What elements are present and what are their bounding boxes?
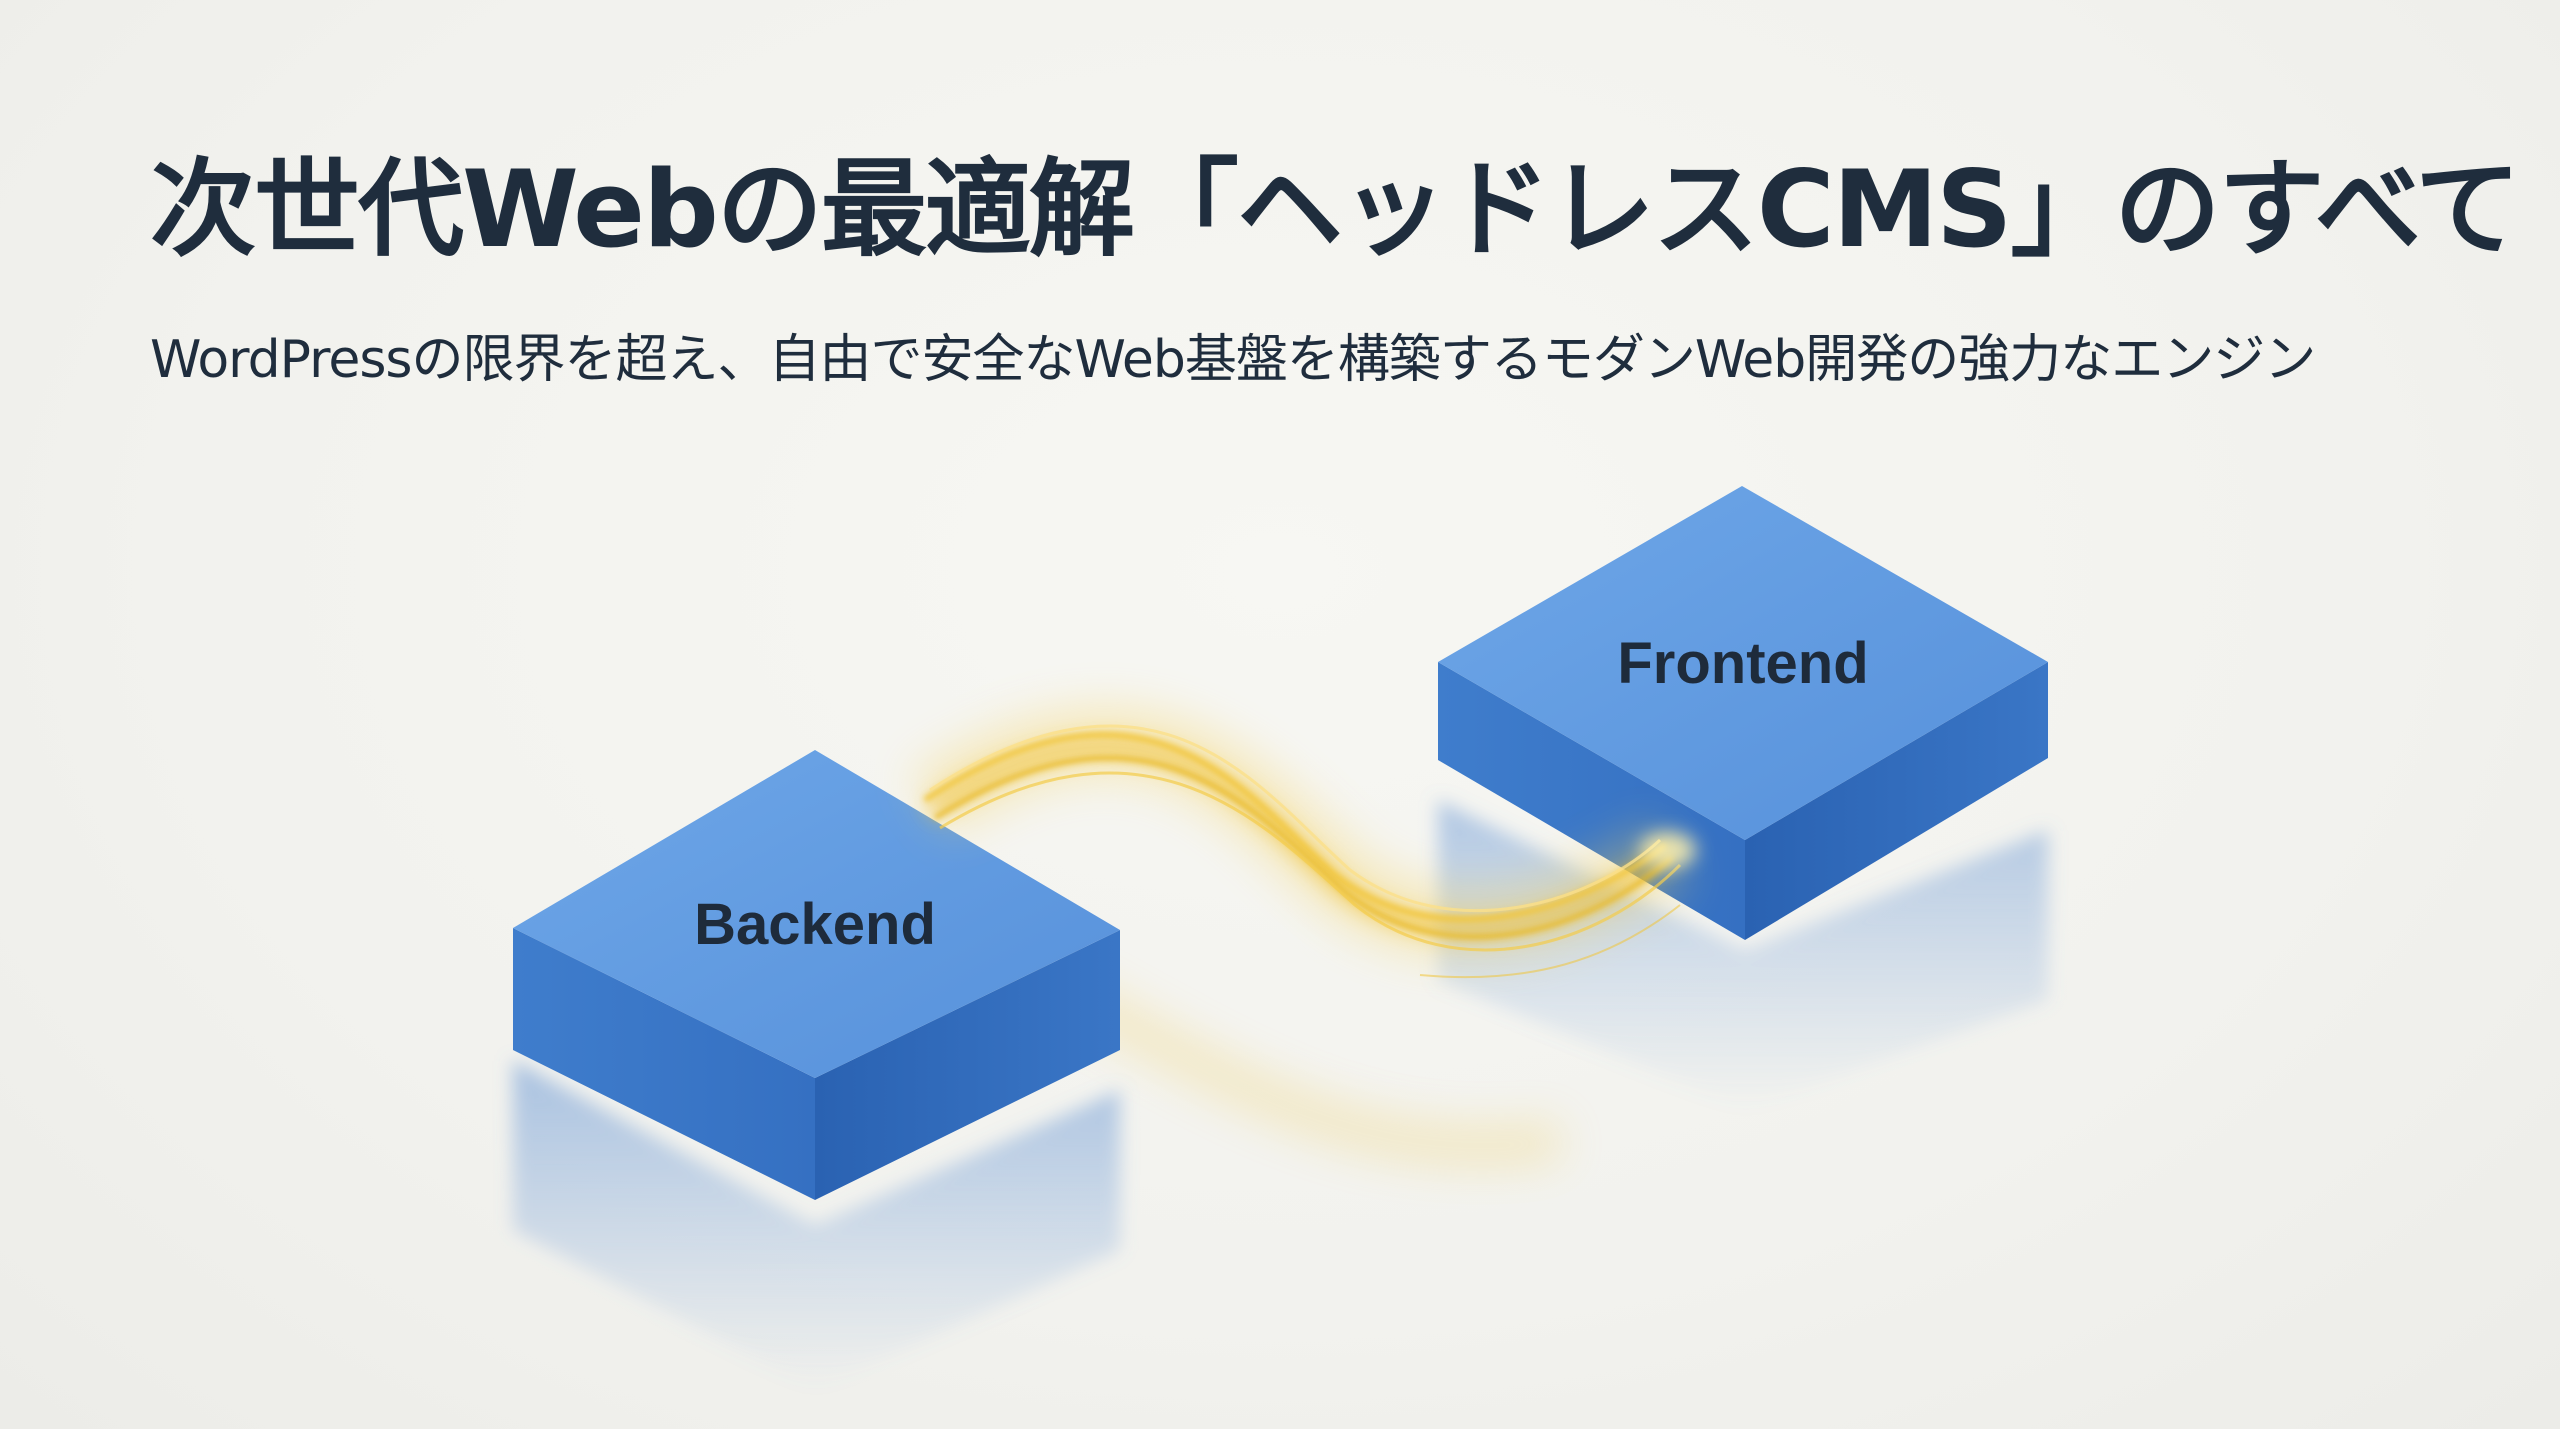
data-connection-stream <box>910 707 1696 979</box>
backend-label: Backend <box>694 892 936 957</box>
slide-title: 次世代Webの最適解「ヘッドレスCMS」のすべて <box>150 148 2521 271</box>
frontend-block-top-face <box>1438 486 2048 840</box>
frontend-block-right-face <box>1745 662 2048 940</box>
backend-block-right-face <box>815 930 1120 1200</box>
backend-block-reflection <box>513 1060 1120 1390</box>
backend-block: Backend <box>513 750 1120 1200</box>
slide-subtitle: WordPressの限界を超え、自由で安全なWeb基盤を構築するモダンWeb開発… <box>150 330 2316 390</box>
backend-block-top-face <box>513 750 1120 1078</box>
frontend-label: Frontend <box>1617 631 1868 696</box>
backend-block-left-face <box>513 928 815 1200</box>
